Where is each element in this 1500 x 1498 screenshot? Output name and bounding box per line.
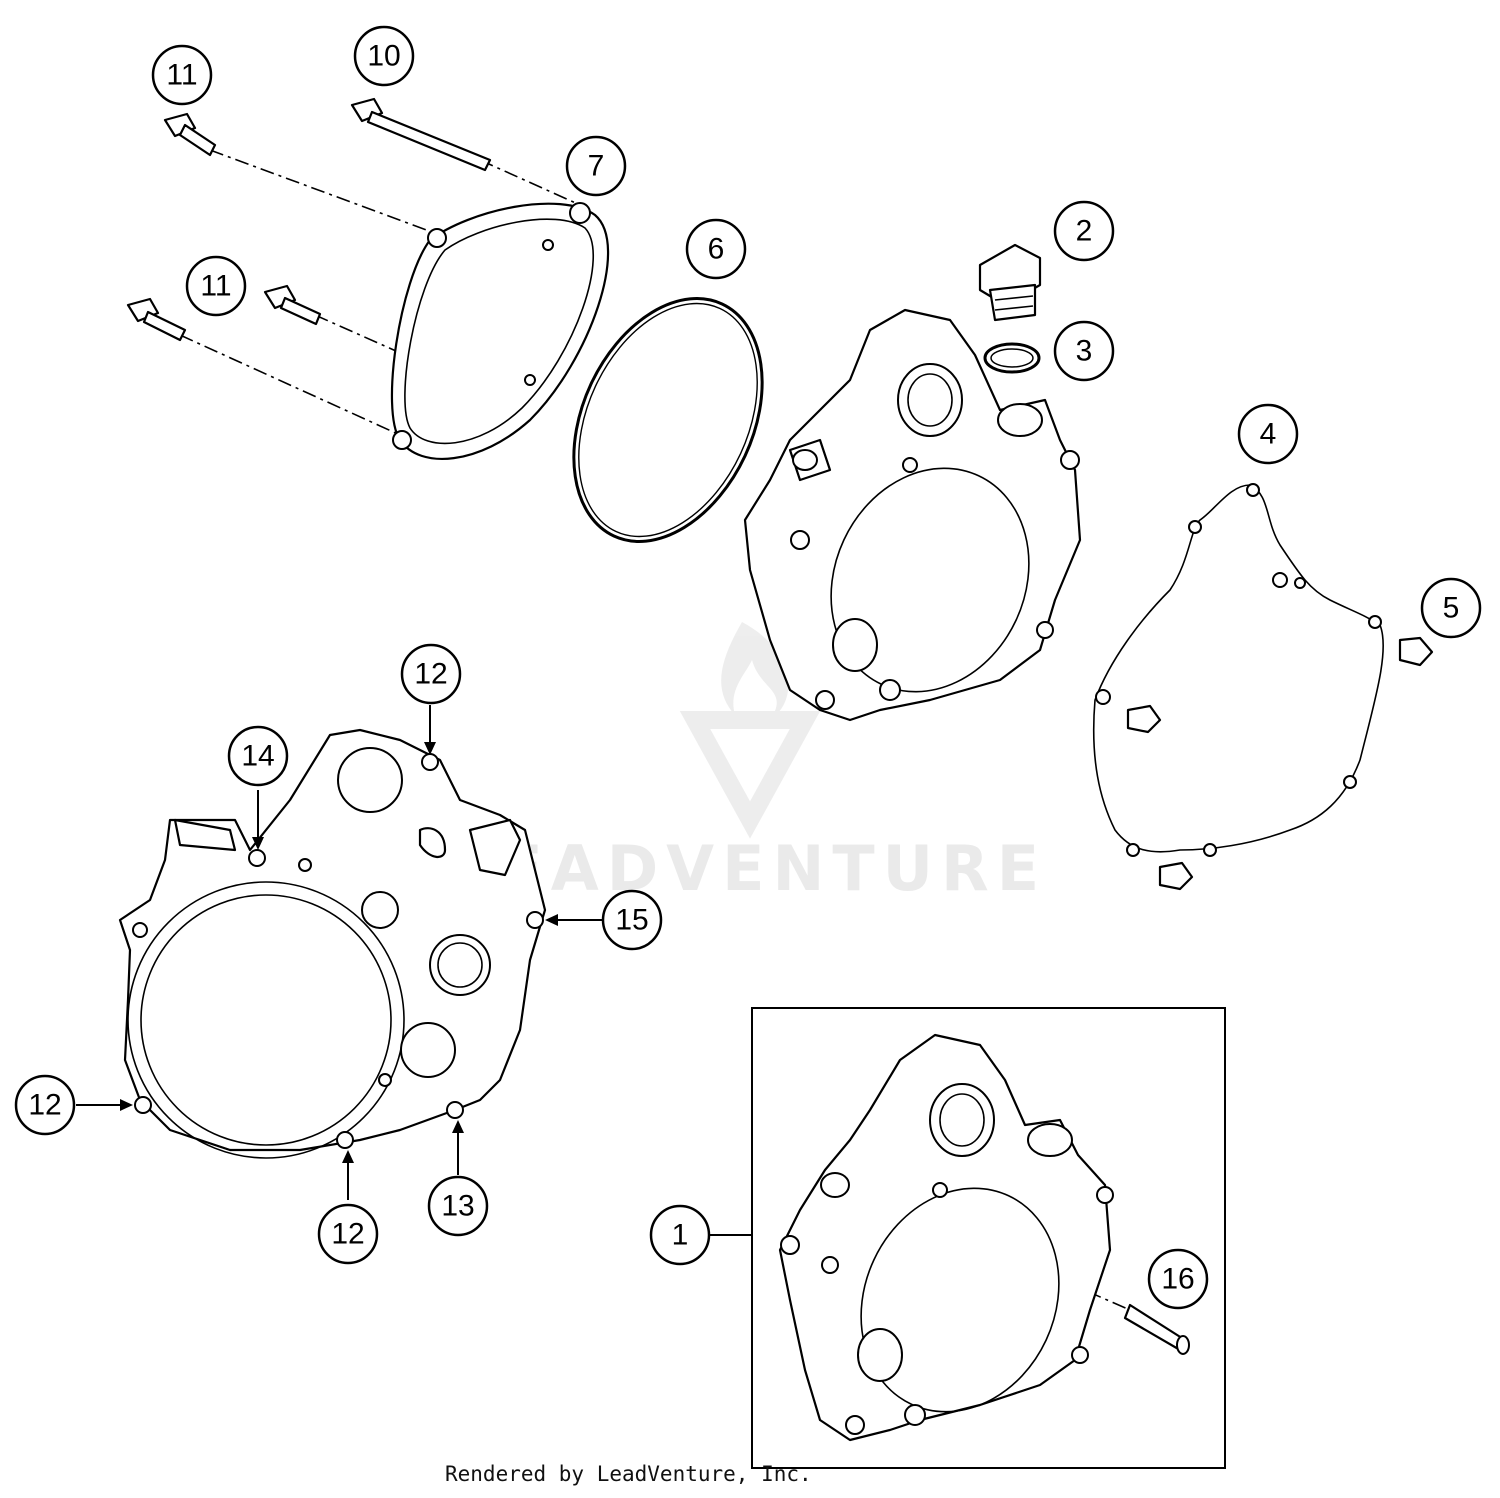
callout-11-lower: 11 (185, 255, 247, 317)
callout-10: 10 (353, 25, 415, 87)
callout-13: 13 (427, 1175, 489, 1237)
dowel-sleeves (1126, 636, 1434, 891)
callout-label: 4 (1260, 418, 1277, 451)
callout-label: 12 (28, 1089, 61, 1122)
seal-ring (983, 342, 1041, 374)
bolt-10 (350, 97, 492, 172)
callout-12-bottom: 12 (317, 1203, 379, 1265)
callout-label: 7 (588, 150, 605, 183)
watermark: LEADVENTURE (453, 622, 1047, 905)
callout-1: 1 (649, 1204, 711, 1266)
callout-label: 11 (200, 270, 231, 303)
callout-12-left: 12 (14, 1074, 76, 1136)
o-ring (572, 297, 764, 543)
render-credit: Rendered by LeadVenture, Inc. (445, 1462, 812, 1486)
callout-14: 14 (227, 725, 289, 787)
callout-label: 15 (615, 904, 648, 937)
callout-label: 3 (1076, 335, 1093, 368)
kit-box (751, 1007, 1226, 1469)
clutch-cover-upper (743, 308, 1082, 722)
callout-label: 11 (166, 59, 197, 92)
callout-label: 16 (1161, 1263, 1194, 1296)
callout-label: 5 (1443, 592, 1460, 625)
dowel-pin (1123, 1303, 1190, 1355)
callout-label: 13 (441, 1190, 474, 1223)
watermark-text: LEADVENTURE (453, 832, 1047, 905)
callout-label: 2 (1076, 215, 1093, 248)
callout-11-top: 11 (151, 44, 213, 106)
callout-label: 6 (708, 233, 725, 266)
callout-label: 10 (367, 40, 400, 73)
bolt-11-top (163, 112, 217, 157)
callout-2: 2 (1053, 200, 1115, 262)
callout-16: 16 (1147, 1248, 1209, 1310)
bolt-11-lower-left (126, 297, 187, 342)
leader-lines (76, 705, 752, 1236)
clutch-cover-lower (118, 728, 547, 1159)
cover-gasket (1092, 483, 1385, 857)
callout-12-top: 12 (400, 643, 462, 705)
callout-label: 12 (331, 1218, 364, 1251)
oil-filler-plug (978, 243, 1042, 322)
bolt-11-lower-right (263, 284, 322, 326)
callout-15: 15 (601, 889, 663, 951)
callout-5: 5 (1420, 577, 1482, 639)
callout-4: 4 (1237, 403, 1299, 465)
callout-6: 6 (685, 218, 747, 280)
callout-label: 1 (672, 1219, 689, 1252)
callout-3: 3 (1053, 320, 1115, 382)
outer-cover (390, 202, 610, 460)
clutch-cover-kit (778, 1033, 1114, 1442)
callout-label: 14 (241, 740, 274, 773)
callout-label: 12 (414, 658, 447, 691)
callout-7: 7 (565, 135, 627, 197)
